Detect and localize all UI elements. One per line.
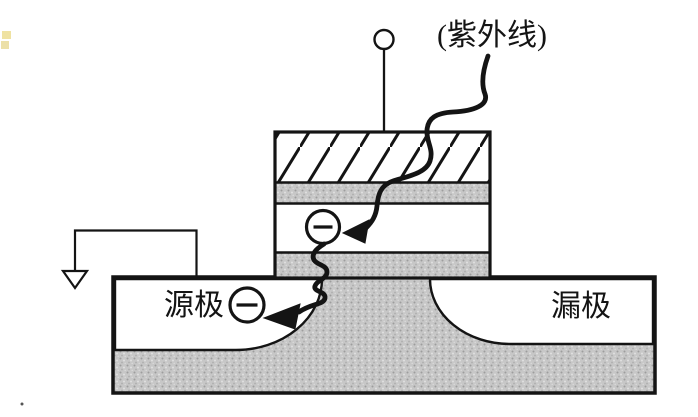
uv-ray-arrow-icon xyxy=(341,53,491,244)
scan-speck xyxy=(20,402,24,406)
scan-edge-mark xyxy=(1,31,11,49)
gate-stack xyxy=(273,130,492,280)
gate-terminal-icon xyxy=(373,28,395,132)
gate-stack-outline xyxy=(273,130,492,280)
drain-region xyxy=(428,277,655,346)
gate-electron-icon xyxy=(304,208,342,246)
source-label: 源极 xyxy=(164,289,224,322)
uv-label: (紫外线) xyxy=(437,19,547,52)
lower-insulator-layer xyxy=(276,252,489,277)
gate-metal-hatched-layer xyxy=(276,133,489,182)
electron-transfer-arrow-icon xyxy=(262,241,330,330)
ground-icon xyxy=(60,229,198,290)
source-electron-icon xyxy=(228,286,266,324)
drain-label: 漏极 xyxy=(551,290,611,323)
